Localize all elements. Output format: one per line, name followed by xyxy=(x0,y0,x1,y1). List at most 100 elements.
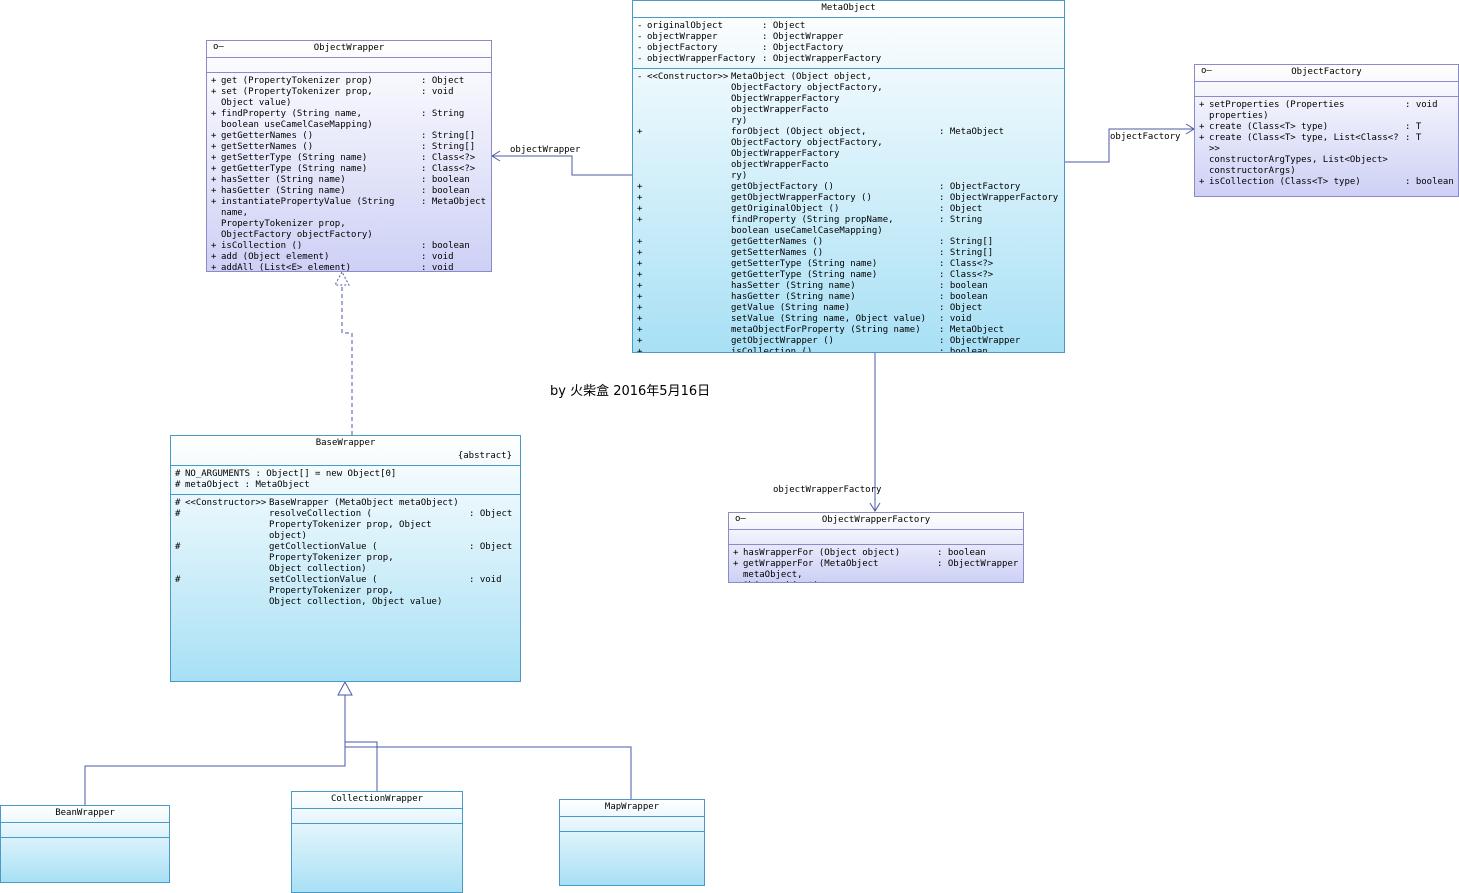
member-row: #resolveCollection ( PropertyTokenizer p… xyxy=(175,509,516,542)
member-name: metaObjectForProperty (String name) xyxy=(731,325,921,335)
member-type: : boolean xyxy=(421,241,470,251)
member-name: isCollection (Class<T> type) xyxy=(1209,177,1361,187)
member-name: getSetterNames () xyxy=(221,142,314,152)
class-metaobject[interactable]: MetaObject -originalObject: Object-objec… xyxy=(632,0,1065,353)
class-name: MetaObject xyxy=(821,3,876,13)
member-visibility: + xyxy=(211,175,217,185)
member-visibility: + xyxy=(1199,133,1205,143)
class-objectfactory[interactable]: o— ObjectFactory +setProperties (Propert… xyxy=(1194,64,1459,197)
member-name: setCollectionValue ( PropertyTokenizer p… xyxy=(269,575,443,607)
member-type: : Object xyxy=(762,21,806,31)
lollipop-interface-icon: o— xyxy=(735,514,746,524)
class-collectionwrapper[interactable]: CollectionWrapper xyxy=(291,791,463,893)
member-row: + getWrapperFor (MetaObject metaObject, O… xyxy=(733,559,1019,582)
member-type xyxy=(505,480,516,491)
member-name: resolveCollection ( PropertyTokenizer pr… xyxy=(269,509,432,541)
association-objectwrapper xyxy=(492,155,632,176)
member-row: +getGetterNames (): String[] xyxy=(211,131,487,142)
member-type: : void xyxy=(469,575,502,585)
member-visibility: + xyxy=(733,559,739,569)
class-name: ObjectFactory xyxy=(1291,67,1362,77)
member-visibility: - xyxy=(637,43,643,53)
member-type: : Object xyxy=(939,204,983,214)
member-name: hasSetter (String name) xyxy=(731,281,856,291)
class-beanwrapper[interactable]: BeanWrapper xyxy=(0,805,170,883)
member-visibility: + xyxy=(637,193,643,203)
member-type: : Object xyxy=(421,76,465,86)
member-visibility: # xyxy=(175,542,181,552)
class-name: BeanWrapper xyxy=(55,808,115,818)
member-name: getSetterType (String name) xyxy=(731,259,878,269)
member-stereotype xyxy=(647,237,731,248)
member-type: : Class<?> xyxy=(421,153,476,163)
member-stereotype xyxy=(647,259,731,270)
member-visibility: # xyxy=(175,575,181,585)
member-name: getGetterNames () xyxy=(221,131,314,141)
member-row: +getObjectWrapper (): ObjectWrapper xyxy=(637,336,1060,347)
connector-label-objectwrapperfactory: objectWrapperFactory xyxy=(773,485,882,495)
member-visibility: + xyxy=(211,241,217,251)
member-name: getObjectFactory () xyxy=(731,182,834,192)
member-type: : ObjectWrapperFactory xyxy=(762,54,882,64)
member-visibility: + xyxy=(637,336,643,346)
member-row: +create (Class<T> type): T xyxy=(1199,122,1454,133)
member-type: : T xyxy=(1405,133,1422,143)
member-row: +getOriginalObject (): Object xyxy=(637,204,1060,215)
member-row: +instantiatePropertyValue (String name, … xyxy=(211,197,487,241)
member-name: getCollectionValue ( PropertyTokenizer p… xyxy=(269,542,394,574)
member-stereotype xyxy=(647,314,731,325)
member-name: hasWrapperFor (Object object) xyxy=(743,548,901,558)
class-basewrapper[interactable]: BaseWrapper {abstract} #NO_ARGUMENTS : O… xyxy=(170,435,521,682)
member-name: addAll (List<E> element) xyxy=(221,263,352,272)
member-visibility: + xyxy=(211,164,217,174)
member-row: +getObjectFactory (): ObjectFactory xyxy=(637,182,1060,193)
class-mapwrapper[interactable]: MapWrapper xyxy=(559,799,705,886)
member-name: objectWrapper xyxy=(647,32,718,42)
member-row: +findProperty (String name, boolean useC… xyxy=(211,109,487,131)
member-name: add (Object element) xyxy=(221,252,330,262)
member-type: : String[] xyxy=(421,142,476,152)
member-row: +metaObjectForProperty (String name): Me… xyxy=(637,325,1060,336)
member-name: get (PropertyTokenizer prop) xyxy=(221,76,373,86)
attributes-section: #NO_ARGUMENTS : Object[] = new Object[0]… xyxy=(171,465,520,494)
member-row: +hasSetter (String name): boolean xyxy=(637,281,1060,292)
class-objectwrapper[interactable]: o— ObjectWrapper + get (PropertyTokenizer… xyxy=(206,40,492,272)
member-type xyxy=(469,498,516,509)
member-stereotype xyxy=(185,509,269,542)
member-visibility: + xyxy=(211,131,217,141)
attributes-section xyxy=(207,57,491,72)
member-name: objectFactory xyxy=(647,43,718,53)
member-row: +getGetterType (String name): Class<?> xyxy=(211,164,487,175)
member-name: findProperty (String propName, boolean u… xyxy=(731,215,894,236)
member-visibility: + xyxy=(1199,177,1205,187)
member-type: : void xyxy=(421,87,454,97)
member-name: isCollection () xyxy=(731,347,813,353)
member-name: create (Class<T> type) xyxy=(1209,122,1329,132)
member-row: +setProperties (Properties properties): … xyxy=(1199,100,1454,122)
member-stereotype xyxy=(647,270,731,281)
member-row: +getSetterType (String name): Class<?> xyxy=(637,259,1060,270)
member-row: +forObject (Object object, ObjectFactory… xyxy=(637,127,1060,182)
operations-section: +get (PropertyTokenizer prop): Object+se… xyxy=(207,72,491,272)
member-stereotype xyxy=(647,281,731,292)
generalization-collectionwrapper xyxy=(345,741,378,791)
member-name: getValue (String name) xyxy=(731,303,851,313)
member-type: : boolean xyxy=(939,347,988,353)
member-visibility: + xyxy=(211,109,217,119)
member-type: : void xyxy=(421,263,454,272)
member-visibility: + xyxy=(211,153,217,163)
member-visibility: + xyxy=(211,197,217,207)
member-type: : Class<?> xyxy=(939,270,994,280)
class-header: o— ObjectWrapper xyxy=(207,41,491,57)
class-objectwrapperfactory[interactable]: o— ObjectWrapperFactory +hasWrapperFor (… xyxy=(728,512,1024,583)
member-row: +hasGetter (String name): boolean xyxy=(637,292,1060,303)
member-row: +hasWrapperFor (Object object): boolean xyxy=(733,548,1019,559)
member-type: : void xyxy=(1405,100,1438,110)
member-name: getWrapperFor (MetaObject metaObject, Ob… xyxy=(743,559,879,582)
member-type: : void xyxy=(421,252,454,262)
member-type: : boolean xyxy=(421,175,470,185)
class-name: MapWrapper xyxy=(604,802,660,812)
operations-section xyxy=(292,823,462,838)
member-row: +setValue (String name, Object value): v… xyxy=(637,314,1060,325)
member-row: -objectFactory: ObjectFactory xyxy=(637,43,1060,54)
